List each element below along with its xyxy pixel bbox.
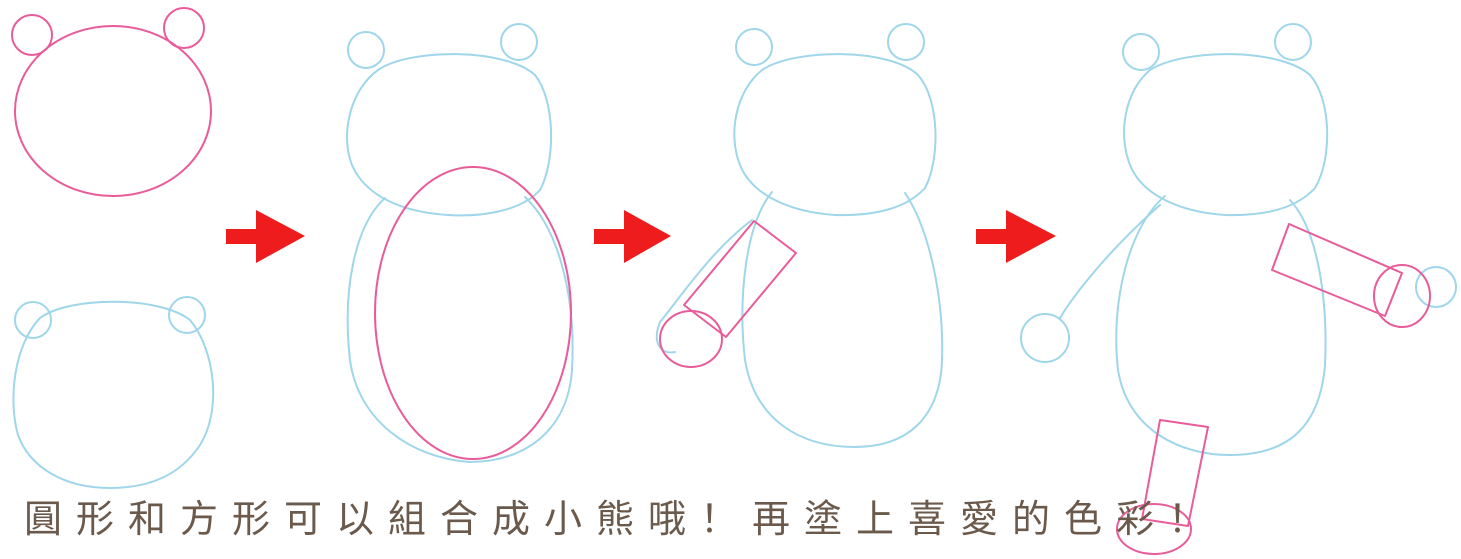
left-ear-circle	[735, 28, 773, 66]
left-ear-circle	[11, 14, 53, 56]
right-ear-circle	[500, 23, 538, 61]
head-outline	[1123, 53, 1329, 217]
step-3-arm-guide	[659, 220, 797, 368]
arm-rectangle	[683, 220, 797, 338]
body-outline	[346, 196, 574, 463]
body-oval-guide	[374, 166, 572, 460]
paw-circle	[1373, 264, 1431, 328]
body-outline	[741, 191, 944, 448]
right-ear-circle	[168, 296, 206, 334]
step-4-guides	[1116, 223, 1431, 555]
left-ear-circle	[347, 31, 385, 69]
left-ear-circle	[14, 301, 52, 339]
arrow-right-icon	[594, 210, 671, 263]
head-circle	[14, 25, 212, 197]
left-ear-circle	[1122, 33, 1160, 71]
foot-oval	[1116, 503, 1192, 555]
right-ear-circle	[887, 23, 925, 61]
step-4-sketch	[1020, 23, 1457, 456]
right-paw-sketch	[1415, 266, 1457, 308]
head-outline	[12, 300, 215, 489]
step-1-head-sketch	[12, 296, 215, 489]
step-1-head-guide	[11, 7, 212, 197]
arrow-right-icon	[976, 210, 1056, 263]
instruction-caption: 圓形和方形可以組合成小熊哦！再塗上喜愛的色彩！	[24, 497, 1221, 541]
body-outline	[1115, 195, 1327, 456]
right-ear-circle	[163, 7, 205, 49]
paw-circle	[659, 310, 723, 368]
arm-rectangle	[1271, 223, 1403, 317]
right-ear-circle	[1274, 23, 1312, 61]
left-paw-sketch	[1020, 313, 1070, 363]
step-2-sketch	[346, 23, 574, 463]
head-outline	[346, 53, 553, 217]
leg-rectangle	[1141, 419, 1209, 527]
head-outline	[733, 53, 937, 217]
arrow-right-icon	[226, 210, 305, 263]
step-3-sketch	[655, 23, 944, 448]
left-arm-sketch	[1059, 204, 1161, 319]
